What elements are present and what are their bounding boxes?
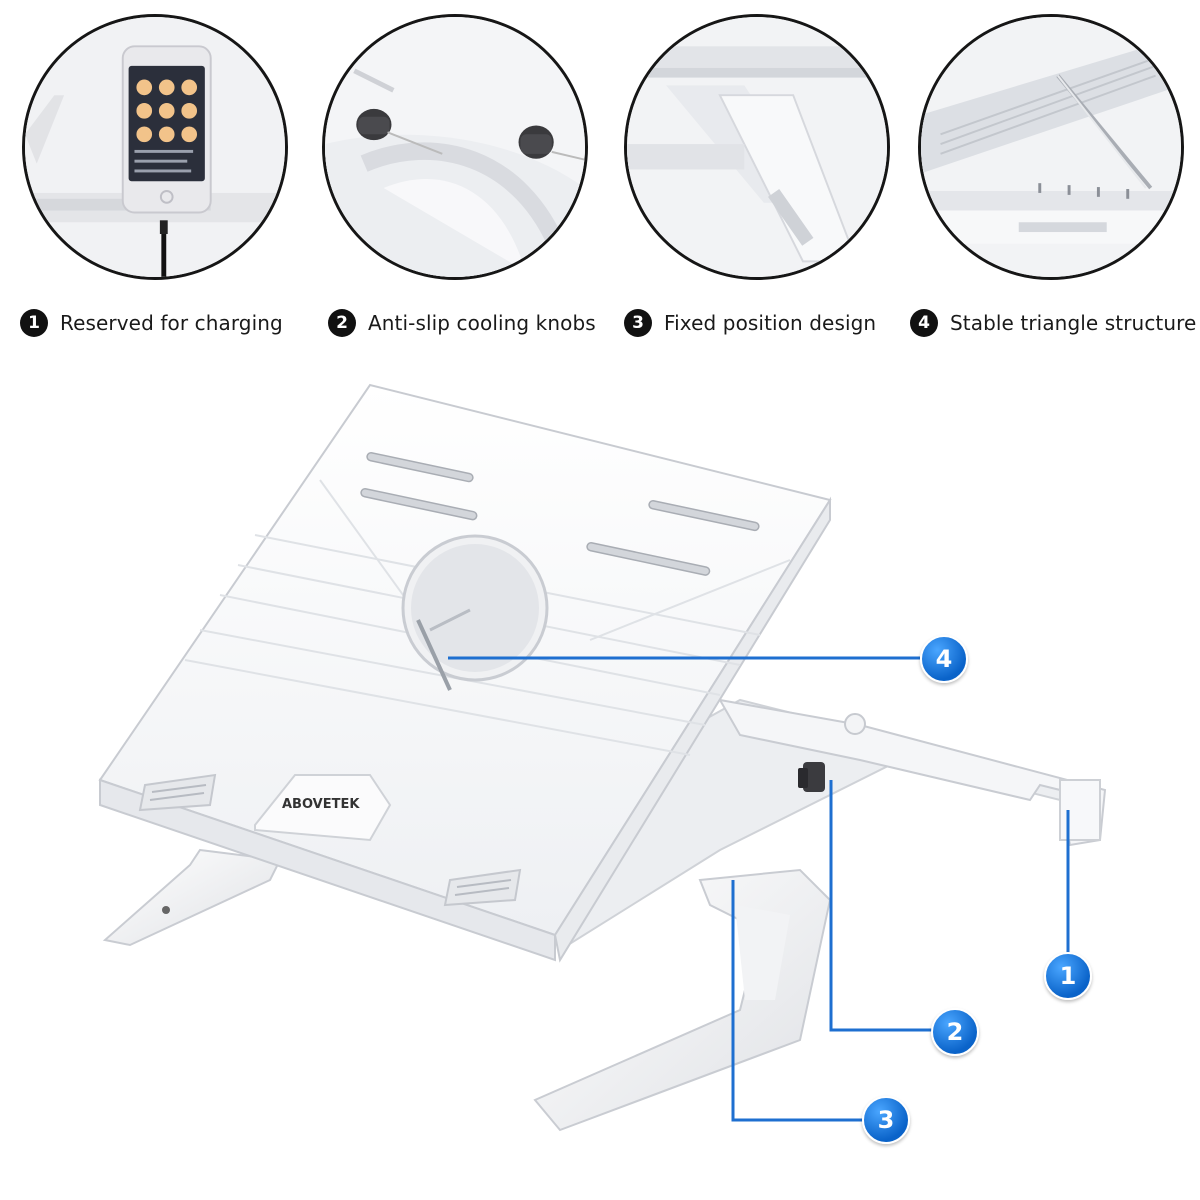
number-4-icon: 4 — [910, 309, 938, 337]
number-3-icon: 3 — [624, 309, 652, 337]
callout-leader-lines — [448, 656, 1070, 1122]
feature-label: Anti-slip cooling knobs — [368, 311, 596, 335]
feature-caption-3: 3 Fixed position design — [624, 306, 876, 340]
triangle-structure-illustration — [921, 17, 1181, 277]
feature-label: Fixed position design — [664, 311, 877, 335]
left-leg — [102, 848, 282, 947]
feature-caption-1: 1 Reserved for charging — [20, 306, 283, 340]
feature-label: Reserved for charging — [60, 311, 283, 335]
feature-caption-4: 4 Stable triangle structure — [910, 306, 1196, 340]
detail-circle-fixed-position — [624, 14, 890, 280]
main-board: ABOVETEK — [98, 383, 832, 963]
phone-charging-illustration — [25, 17, 285, 277]
brand-logo: ABOVETEK — [282, 797, 360, 812]
feature-caption-2: 2 Anti-slip cooling knobs — [328, 306, 596, 340]
detail-circle-knobs — [322, 14, 588, 280]
right-leg — [533, 868, 832, 1132]
cooling-knobs-illustration — [325, 17, 585, 277]
callout-2-icon: 2 — [931, 1008, 979, 1056]
callout-1-icon: 1 — [1044, 952, 1092, 1000]
callout-3-icon: 3 — [862, 1096, 910, 1144]
feature-label: Stable triangle structure — [950, 311, 1197, 335]
number-2-icon: 2 — [328, 309, 356, 337]
rear-support-arm — [559, 698, 1107, 952]
detail-circle-triangle-structure — [918, 14, 1184, 280]
cooling-knob — [803, 762, 825, 792]
callout-4-icon: 4 — [920, 635, 968, 683]
detail-circle-charging — [22, 14, 288, 280]
fixed-position-illustration — [627, 17, 887, 277]
number-1-icon: 1 — [20, 309, 48, 337]
